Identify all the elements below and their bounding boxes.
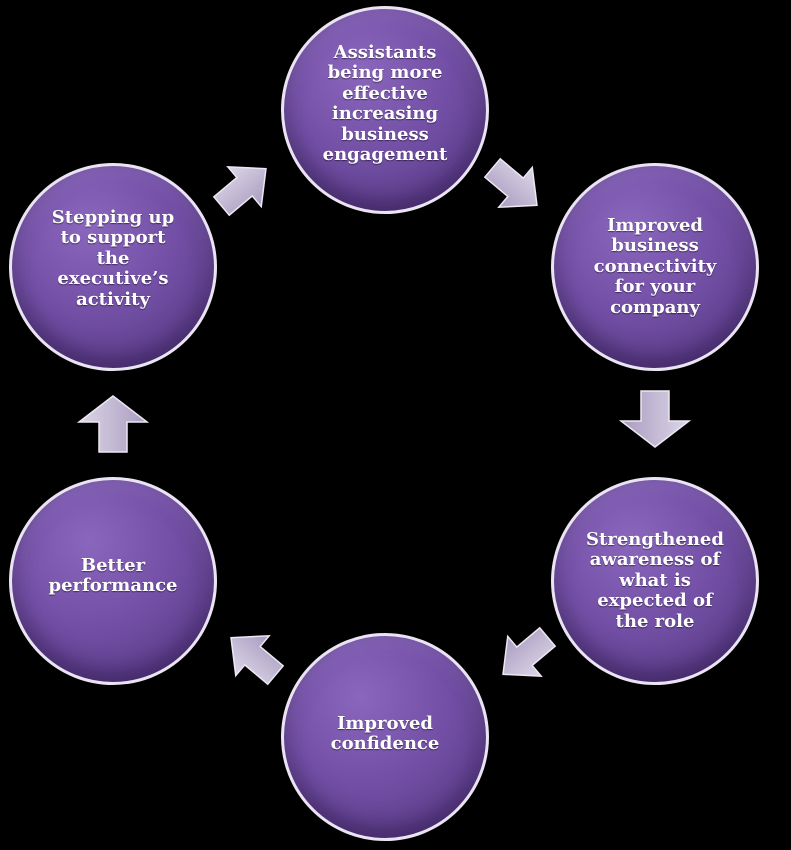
arrow-up-icon	[76, 395, 150, 453]
node-label: Assistants being more effective increasi…	[322, 41, 448, 165]
arrow-down-left-icon	[502, 626, 557, 678]
arrow-up-left-icon	[230, 634, 285, 686]
cycle-node-stepping-up: Stepping up to support the executive’s a…	[9, 163, 217, 371]
node-label: Stepping up to support the executive’s a…	[51, 206, 175, 310]
node-label: Better performance	[48, 554, 178, 596]
node-label: Improved business connectivity for your …	[593, 214, 717, 318]
arrow-up-right-icon	[212, 165, 267, 217]
cycle-node-assistants-effective: Assistants being more effective increasi…	[281, 6, 489, 214]
cycle-node-better-performance: Better performance	[9, 477, 217, 685]
node-label: Improved confidence	[330, 712, 440, 754]
node-label: Strengthened awareness of what is expect…	[586, 528, 724, 632]
cycle-node-strengthened-awareness: Strengthened awareness of what is expect…	[551, 477, 759, 685]
cycle-node-business-connectivity: Improved business connectivity for your …	[551, 163, 759, 371]
arrow-down-icon	[618, 390, 692, 448]
arrow-down-right-icon	[483, 157, 538, 209]
cycle-node-improved-confidence: Improved confidence	[281, 633, 489, 841]
